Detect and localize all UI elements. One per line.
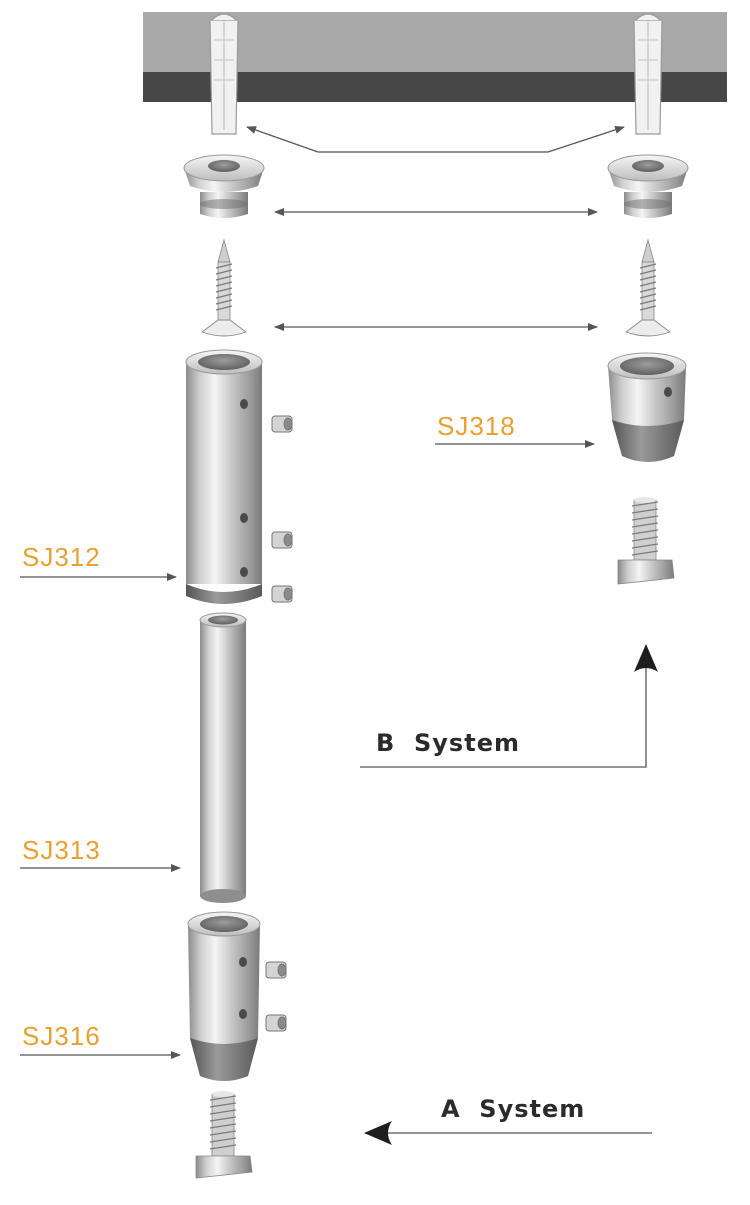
b-system-arrow [360,644,658,768]
sj313-rod [199,612,247,903]
grub-screws [265,415,293,1032]
sj318-label: SJ318 [437,411,516,441]
sj312-coupler [185,349,263,604]
t-bolt-bottom [195,1091,253,1179]
t-bolt-right [617,497,675,585]
screw-right [625,238,671,337]
sj313-label: SJ313 [22,835,101,865]
sj318-coupler [607,352,687,462]
ceiling-slab [143,12,727,102]
a-system-arrow [364,1121,652,1145]
sj312-label: SJ312 [22,542,101,572]
a-system-label: A System [441,1095,586,1123]
wall-plug-left [209,13,239,135]
wall-plug-right [633,13,663,135]
sj316-coupler [187,911,261,1081]
ceiling-base-right [607,154,689,218]
b-system-label: B System [376,729,520,757]
plug-connector-arrow [246,126,625,153]
ceiling-base-left [183,154,265,218]
sj316-label: SJ316 [22,1021,101,1051]
screw-left [201,238,247,337]
